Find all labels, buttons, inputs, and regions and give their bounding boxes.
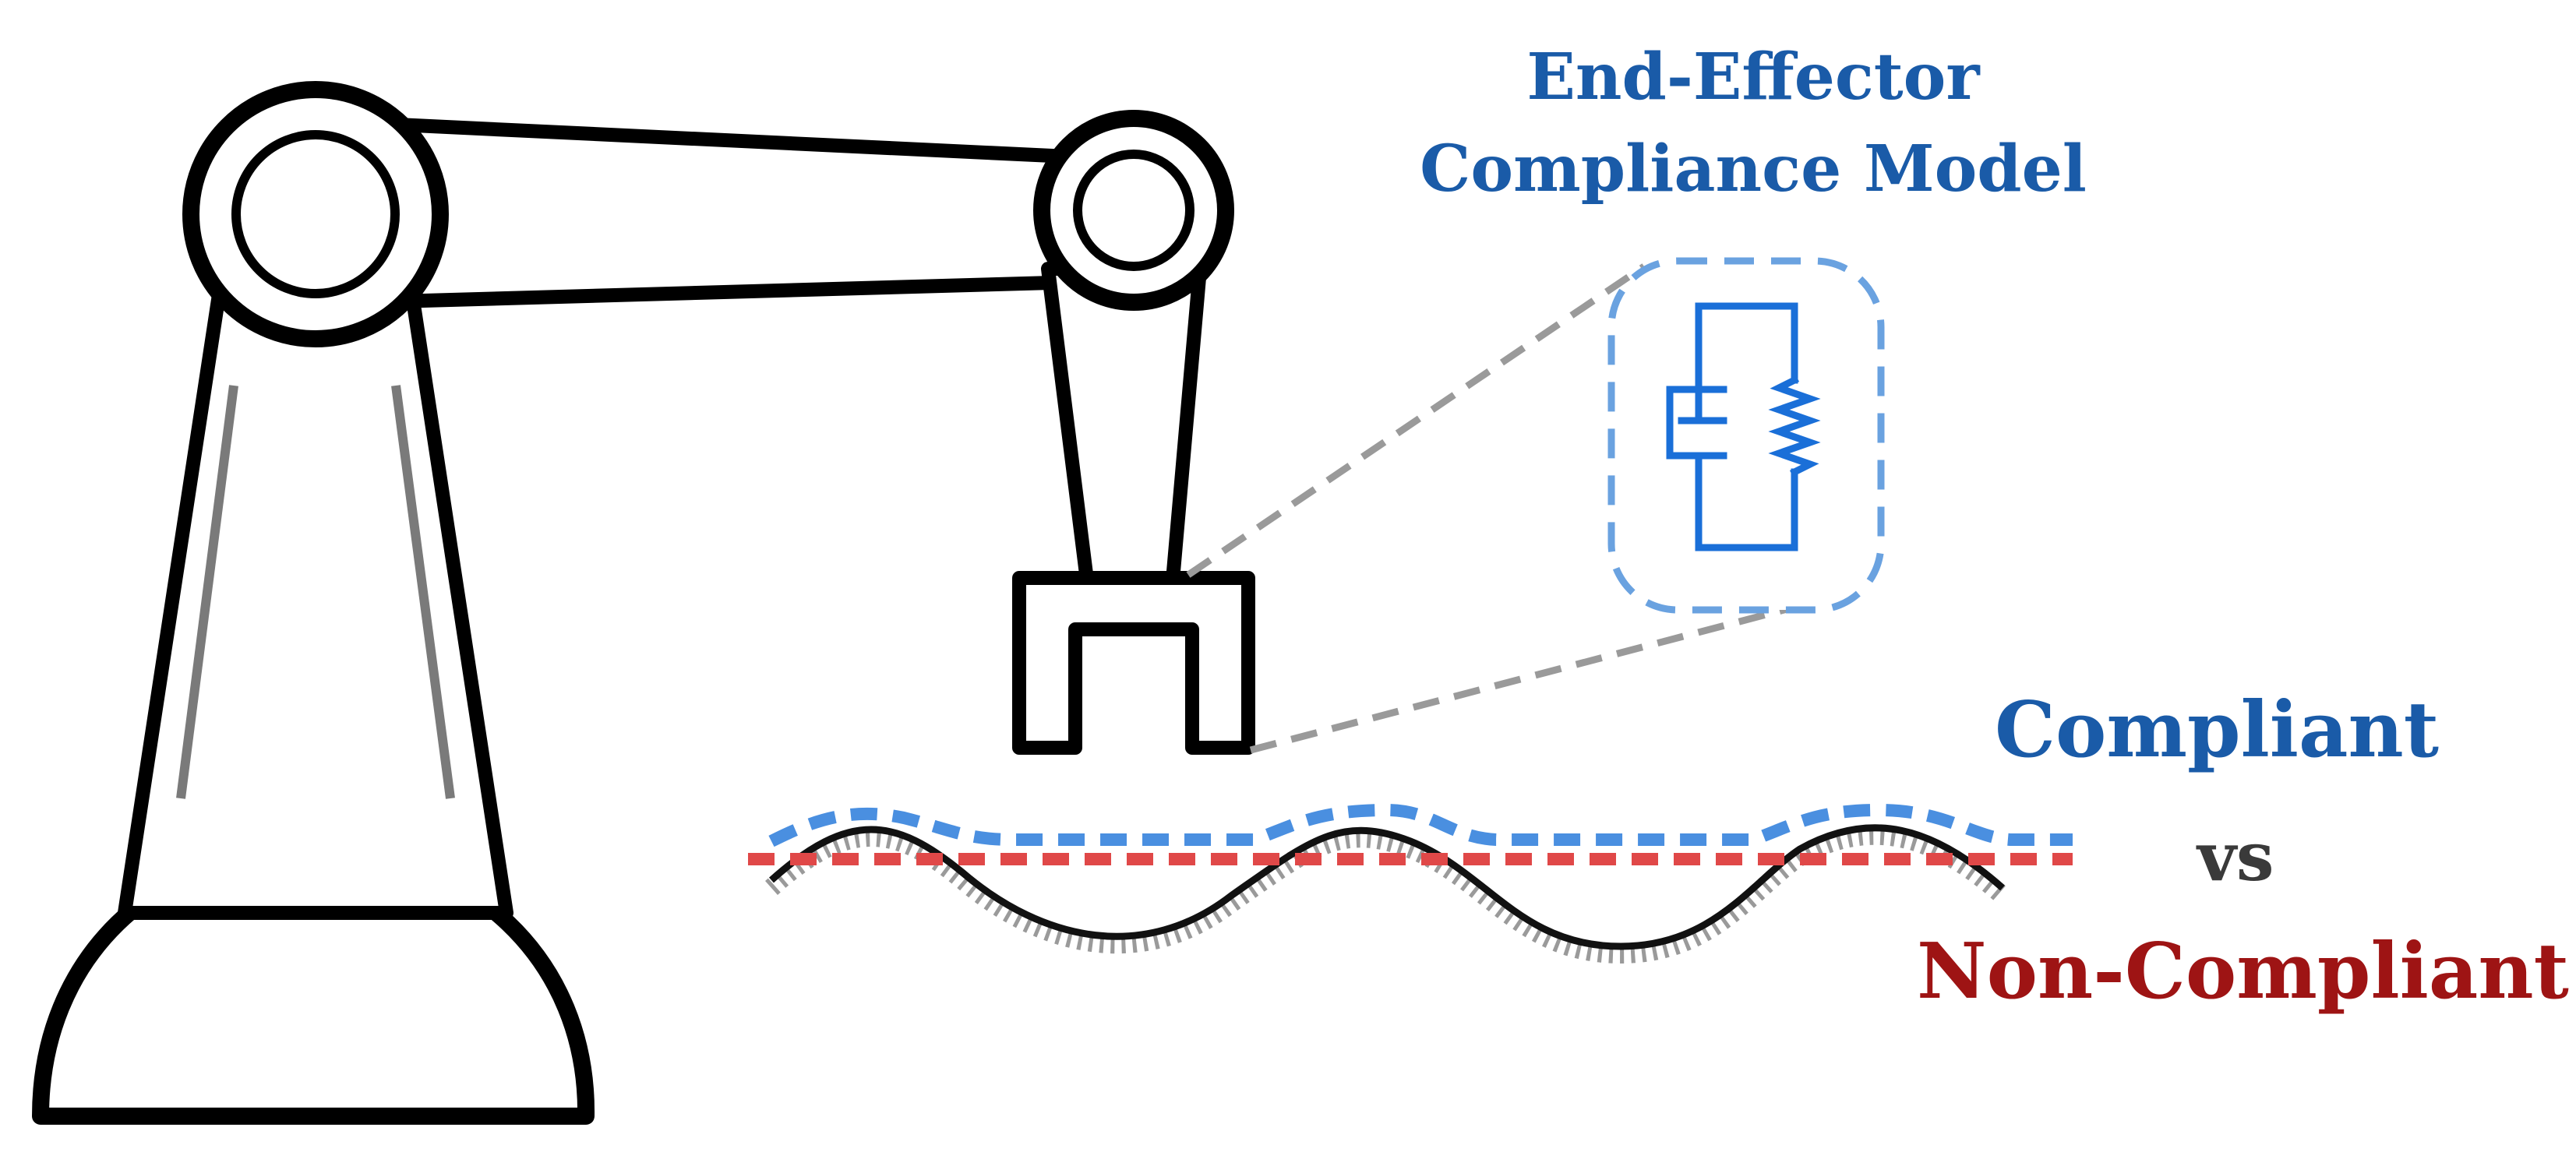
robot-forearm-link	[1041, 262, 1207, 587]
surface-hatch	[764, 826, 2009, 964]
gripper-icon	[1012, 571, 1255, 755]
robot-accent-line	[176, 385, 238, 799]
non-compliant-label: Non-Compliant	[1917, 927, 2569, 1016]
surface	[764, 824, 2009, 964]
spring-coil	[1768, 375, 1821, 477]
title-line-1: End-Effector	[1526, 40, 1980, 114]
robot-arm-icon	[32, 81, 1255, 1125]
robot-accent-line	[391, 385, 455, 799]
damper-cylinder	[1666, 386, 1727, 460]
zoom-line-lower	[1249, 600, 1809, 754]
surface-line	[768, 824, 2005, 950]
vs-label: vs	[2197, 818, 2274, 897]
zoom-lines	[1186, 263, 1809, 754]
compliance-model-title: End-Effector Compliance Model	[1278, 31, 2228, 215]
robot-shoulder-joint-inner	[231, 130, 400, 298]
compliant-path	[768, 803, 2073, 847]
zoom-line-upper	[1186, 263, 1646, 578]
compliance-model-box	[1607, 257, 1885, 614]
spring-damper-icon	[1666, 302, 1821, 551]
title-line-2: Compliance Model	[1420, 132, 2087, 206]
compliant-label: Compliant	[1995, 685, 2440, 775]
robot-lower-link	[118, 267, 513, 920]
robot-elbow-joint-inner	[1073, 150, 1194, 271]
